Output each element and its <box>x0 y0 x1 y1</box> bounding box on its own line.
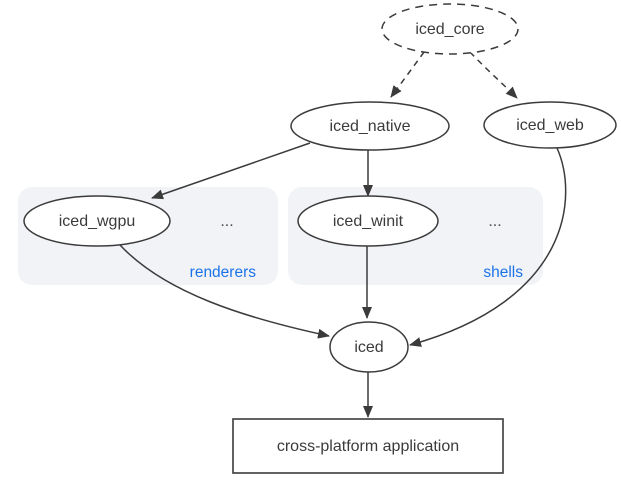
shells-ellipsis: ... <box>488 213 501 230</box>
edge-core-to-native <box>390 51 425 98</box>
node-iced-web-ellipse <box>483 101 617 149</box>
renderers-ellipsis: ... <box>220 213 233 230</box>
edge-web-to-iced <box>409 147 567 347</box>
node-iced-ellipse <box>329 321 409 373</box>
edge-core-to-web <box>469 51 518 99</box>
node-iced-winit-label: iced_winit <box>333 213 404 230</box>
node-iced-web-label: iced_web <box>516 117 584 134</box>
edge-wgpu-to-iced <box>119 244 330 339</box>
node-iced-label: iced <box>354 339 383 356</box>
node-iced-wgpu-ellipse <box>23 195 171 247</box>
node-iced-native-label: iced_native <box>330 118 411 135</box>
node-application-rect <box>232 418 504 474</box>
node-iced-winit-ellipse <box>297 195 439 247</box>
node-iced-core-label: iced_core <box>415 21 484 38</box>
node-iced-wgpu-label: iced_wgpu <box>59 213 136 230</box>
node-iced-core-ellipse <box>381 3 519 55</box>
shells-group-label: shells <box>483 264 523 281</box>
renderers-group-label: renderers <box>190 264 257 281</box>
node-application-label: cross-platform application <box>277 438 459 455</box>
edge-native-to-wgpu <box>151 142 311 200</box>
node-iced-native-ellipse <box>290 101 450 151</box>
